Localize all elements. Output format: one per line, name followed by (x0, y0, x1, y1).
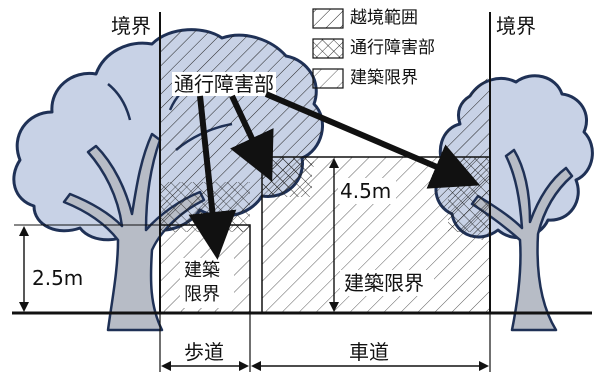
dim-2-5m-top-arrow (19, 226, 29, 236)
arrow-to-sidewalk (188, 95, 237, 260)
dim-sidewalk-right-arrow (239, 361, 249, 371)
obstruction-road-left-block (262, 157, 312, 197)
boundary-label-right: 境界 (496, 14, 536, 38)
height-label-sidewalk: 2.5m (32, 266, 84, 290)
sidewalk-label: 歩道 (184, 340, 224, 364)
dim-4-5m-top-arrow (329, 158, 339, 168)
legend-swatch-encroachment (312, 8, 344, 29)
height-label-road: 4.5m (340, 179, 392, 203)
sidewalk-clearance-label-1: 建築 (184, 260, 220, 281)
dim-roadway-left-arrow (251, 361, 261, 371)
legend (312, 8, 344, 89)
lines (12, 12, 592, 372)
dim-2-5m-bottom-arrow (19, 302, 29, 312)
height-label-bg (338, 178, 396, 204)
road-label-bg (340, 270, 434, 296)
dim-4-5m-bottom-arrow (329, 302, 339, 312)
obstruction-sidewalk-block (160, 182, 250, 232)
arrow-to-road-left (229, 94, 274, 182)
dim-sidewalk-left-arrow (161, 361, 171, 371)
legend-label-clearance: 建築限界 (350, 68, 418, 88)
right-tree-trunk (470, 148, 574, 332)
arrow-to-road-right (264, 91, 481, 189)
legend-label-obstruction: 通行障害部 (350, 38, 435, 58)
legend-label-encroachment: 越境範囲 (350, 8, 418, 28)
road-clearance-label: 建築限界 (344, 271, 424, 295)
boundary-label-left: 境界 (111, 14, 151, 38)
sidewalk-clearance-label-2: 限界 (184, 284, 220, 305)
callout-label: 通行障害部 (174, 72, 274, 96)
obstruction-road-right (448, 157, 490, 232)
roadway-label: 車道 (349, 340, 389, 364)
dim-roadway-right-arrow (479, 361, 489, 371)
callout-arrows (172, 72, 481, 260)
legend-swatch-obstruction (312, 38, 344, 59)
legend-swatch-clearance (312, 68, 344, 89)
sidewalk-label-bg (180, 258, 234, 308)
callout-label-bg (172, 72, 276, 96)
